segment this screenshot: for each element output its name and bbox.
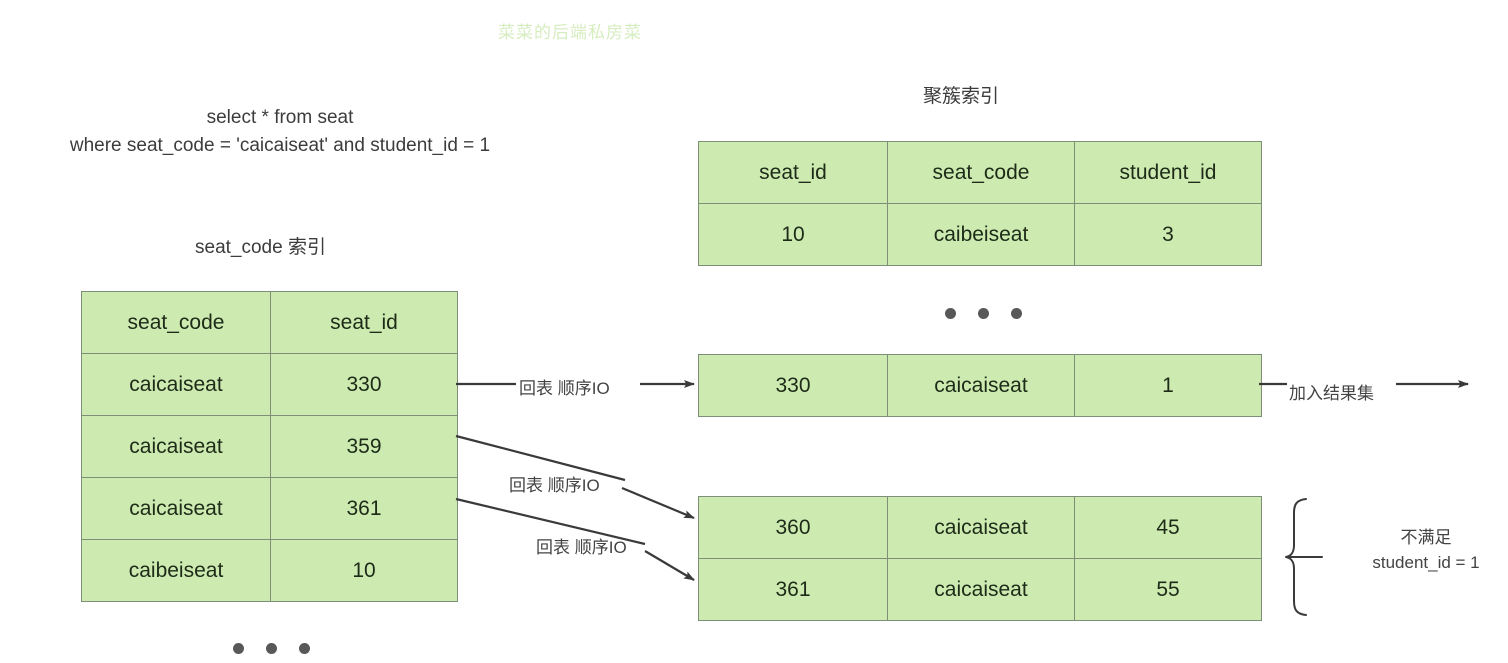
cell-student-id: 45 xyxy=(1074,496,1262,559)
unmatched-note: 不满足 student_id = 1 xyxy=(1346,525,1506,575)
seat-code-index-table: seat_code seat_id caicaiseat 330 caicais… xyxy=(81,291,458,602)
matched-row-table: 330 caicaiseat 1 xyxy=(698,354,1262,417)
curly-brace xyxy=(1285,498,1323,616)
sql-line-2: where seat_code = 'caicaiseat' and stude… xyxy=(69,135,491,156)
arrow-label-lookup-1: 回表 顺序IO xyxy=(519,379,610,398)
cell-seat-id: 330 xyxy=(270,353,458,416)
dot-icon xyxy=(233,643,244,654)
cell-seat-id: 361 xyxy=(698,558,888,621)
cell-student-id: 55 xyxy=(1074,558,1262,621)
sql-query-text: select * from seat where seat_code = 'ca… xyxy=(20,104,540,160)
watermark-text: 菜菜的后端私房菜 xyxy=(498,23,642,42)
table-row: 330 caicaiseat 1 xyxy=(698,354,1262,417)
table-header-row: seat_code seat_id xyxy=(81,291,458,354)
cell-seat-id: 360 xyxy=(698,496,888,559)
cell-seat-code: caibeiseat xyxy=(81,539,271,602)
arrow-label-result: 加入结果集 xyxy=(1289,384,1374,403)
cell-seat-code: caicaiseat xyxy=(81,415,271,478)
dot-icon xyxy=(1011,308,1022,319)
cell-student-id: 3 xyxy=(1074,203,1262,266)
cell-seat-code: caicaiseat xyxy=(887,558,1075,621)
table-row: 361 caicaiseat 55 xyxy=(698,558,1262,621)
arrow-label-lookup-2: 回表 顺序IO xyxy=(509,476,600,495)
header-cell: seat_id xyxy=(270,291,458,354)
cell-seat-code: caicaiseat xyxy=(81,477,271,540)
cell-seat-code: caicaiseat xyxy=(81,353,271,416)
cell-seat-code: caicaiseat xyxy=(887,496,1075,559)
table-header-row: seat_id seat_code student_id xyxy=(698,141,1262,204)
table-row: caicaiseat 361 xyxy=(81,477,458,540)
cell-seat-id: 330 xyxy=(698,354,888,417)
note-line-2: student_id = 1 xyxy=(1372,553,1480,572)
unmatched-rows-table: 360 caicaiseat 45 361 caicaiseat 55 xyxy=(698,496,1262,621)
header-cell: seat_code xyxy=(81,291,271,354)
dot-icon xyxy=(266,643,277,654)
table-row: caibeiseat 10 xyxy=(81,539,458,602)
cell-student-id: 1 xyxy=(1074,354,1262,417)
cell-seat-code: caicaiseat xyxy=(887,354,1075,417)
cell-seat-id: 10 xyxy=(270,539,458,602)
arrow-label-lookup-3: 回表 顺序IO xyxy=(536,538,627,557)
note-line-1: 不满足 xyxy=(1400,528,1452,547)
cell-seat-id: 361 xyxy=(270,477,458,540)
seat-code-index-ellipsis xyxy=(233,643,310,654)
header-cell: seat_id xyxy=(698,141,888,204)
header-cell: student_id xyxy=(1074,141,1262,204)
cell-seat-id: 359 xyxy=(270,415,458,478)
cell-seat-id: 10 xyxy=(698,203,888,266)
seat-code-index-title: seat_code 索引 xyxy=(195,237,326,258)
dot-icon xyxy=(945,308,956,319)
dot-icon xyxy=(978,308,989,319)
clustered-index-title: 聚簇索引 xyxy=(923,86,1000,107)
dot-icon xyxy=(299,643,310,654)
table-row: 10 caibeiseat 3 xyxy=(698,203,1262,266)
table-row: caicaiseat 330 xyxy=(81,353,458,416)
table-row: caicaiseat 359 xyxy=(81,415,458,478)
sql-line-1: select * from seat xyxy=(206,107,354,128)
clustered-index-ellipsis xyxy=(945,308,1022,319)
header-cell: seat_code xyxy=(887,141,1075,204)
cell-seat-code: caibeiseat xyxy=(887,203,1075,266)
clustered-index-table: seat_id seat_code student_id 10 caibeise… xyxy=(698,141,1262,266)
table-row: 360 caicaiseat 45 xyxy=(698,496,1262,559)
